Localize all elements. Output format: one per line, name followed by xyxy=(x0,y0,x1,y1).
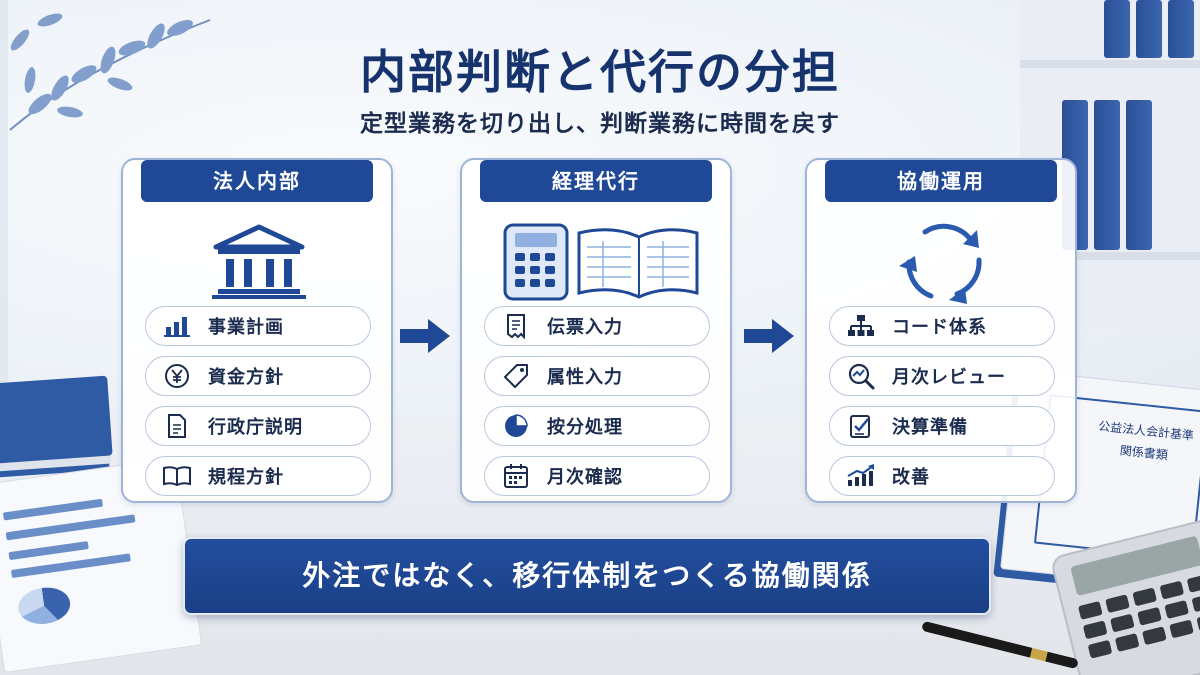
checklist-icon xyxy=(850,415,870,438)
list-item: 資金方針 xyxy=(145,356,371,396)
binder xyxy=(1168,0,1194,58)
decorative-book xyxy=(0,375,113,465)
panel-heading: 協働運用 xyxy=(825,160,1057,202)
panel-heading: 経理代行 xyxy=(480,160,712,202)
list-item: 属性入力 xyxy=(484,356,710,396)
shelf-board xyxy=(1020,252,1200,260)
list-item: 規程方針 xyxy=(145,456,371,496)
list-item: 事業計画 xyxy=(145,306,371,346)
calculator-ledger-icon xyxy=(503,223,699,301)
panel-outsourcing: 経理代行 伝票入力 xyxy=(460,158,732,503)
hierarchy-icon xyxy=(848,315,874,336)
pie-chart-icon xyxy=(505,414,528,437)
list-item: 行政庁説明 xyxy=(145,406,371,446)
right-arrow-icon xyxy=(400,319,450,353)
bar-chart-icon xyxy=(164,317,190,337)
list-item: 月次確認 xyxy=(484,456,710,496)
panel-collaboration: 協働運用 コード体系 xyxy=(805,158,1077,503)
list-item: 月次レビュー xyxy=(829,356,1055,396)
binder xyxy=(1126,100,1152,250)
calendar-icon xyxy=(504,464,528,488)
panel-internal: 法人内部 事業計画 資 xyxy=(121,158,393,503)
leaves-decoration xyxy=(9,13,211,131)
shelf-board xyxy=(1020,60,1200,68)
page-subtitle: 定型業務を切り出し、判断業務に時間を戻す xyxy=(360,110,840,137)
panel-heading: 法人内部 xyxy=(141,160,373,202)
list-item: コード体系 xyxy=(829,306,1055,346)
magnifier-chart-icon xyxy=(848,363,875,390)
list-item: 決算準備 xyxy=(829,406,1055,446)
right-arrow-icon xyxy=(744,319,794,353)
tag-icon xyxy=(504,364,528,388)
summary-banner: 外注ではなく、移行体制をつくる協働関係 xyxy=(183,537,991,615)
binder xyxy=(1104,0,1130,58)
document-icon xyxy=(168,414,186,438)
list-item: 伝票入力 xyxy=(484,306,710,346)
receipt-icon xyxy=(507,314,525,339)
page-title: 内部判断と代行の分担 xyxy=(360,45,840,99)
binder xyxy=(1094,100,1120,250)
list-item: 按分処理 xyxy=(484,406,710,446)
growth-chart-icon xyxy=(847,464,874,486)
open-book-icon xyxy=(163,466,191,487)
binder xyxy=(1136,0,1162,58)
list-item: 改善 xyxy=(829,456,1055,496)
yen-coin-icon xyxy=(165,364,189,388)
cycle-arrows-icon xyxy=(899,223,982,304)
institution-building-icon xyxy=(212,224,306,299)
